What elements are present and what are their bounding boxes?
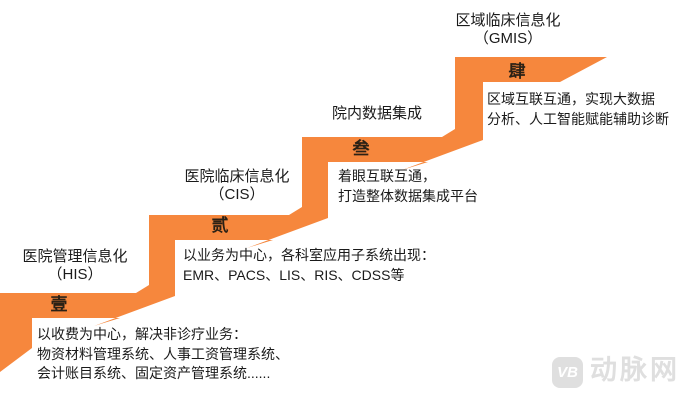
- step-2-desc-line-1: 以业务为中心，各科室应用子系统出现：: [183, 247, 435, 263]
- step-4-description: 区域互联互通，实现大数据 分析、人工智能赋能辅助诊断: [487, 90, 669, 129]
- step-4-title-line-2: （GMIS）: [473, 29, 543, 47]
- step-3-desc-line-1: 着眼互联互通，: [338, 168, 436, 184]
- step-1-title: 医院管理信息化 （HIS）: [0, 248, 150, 283]
- step-3-title-line-1: 院内数据集成: [331, 105, 422, 122]
- step-1-desc-line-2: 物资材料管理系统、人事工资管理系统、: [37, 345, 289, 362]
- step-3-description: 着眼互联互通， 打造整体数据集成平台: [338, 167, 478, 206]
- step-3-title: 院内数据集成: [297, 105, 457, 123]
- step-2-description: 以业务为中心，各科室应用子系统出现： EMR、PACS、LIS、RIS、CDSS…: [183, 246, 435, 285]
- step-1-title-line-2: （HIS）: [47, 265, 103, 283]
- step-3-desc-line-2: 打造整体数据集成平台: [338, 187, 478, 204]
- step-1-numeral: 壹: [50, 295, 68, 314]
- step-4-desc-line-2: 分析、人工智能赋能辅助诊断: [487, 110, 669, 127]
- step-2-desc-line-2: EMR、PACS、LIS、RIS、CDSS等: [183, 266, 405, 283]
- step-4-numeral: 肆: [508, 62, 526, 81]
- step-1-description: 以收费为中心，解决非诊疗业务： 物资材料管理系统、人事工资管理系统、 会计账目系…: [37, 325, 289, 384]
- step-1-desc-line-3: 会计账目系统、固定资产管理系统......: [37, 365, 271, 381]
- step-2-numeral: 贰: [211, 216, 229, 235]
- step-2-title: 医院临床信息化 （CIS）: [157, 168, 317, 203]
- step-1-title-line-1: 医院管理信息化: [22, 248, 128, 265]
- step-3-numeral: 叁: [352, 139, 370, 158]
- step-1-desc-line-1: 以收费为中心，解决非诊疗业务：: [37, 326, 247, 342]
- step-2-title-line-1: 医院临床信息化: [184, 168, 290, 185]
- step-4-title-line-1: 区域临床信息化: [455, 12, 561, 29]
- staircase-path: [0, 57, 607, 372]
- step-4-desc-line-1: 区域互联互通，实现大数据: [487, 91, 655, 107]
- step-2-title-line-2: （CIS）: [209, 185, 265, 203]
- step-4-title: 区域临床信息化 （GMIS）: [428, 12, 588, 47]
